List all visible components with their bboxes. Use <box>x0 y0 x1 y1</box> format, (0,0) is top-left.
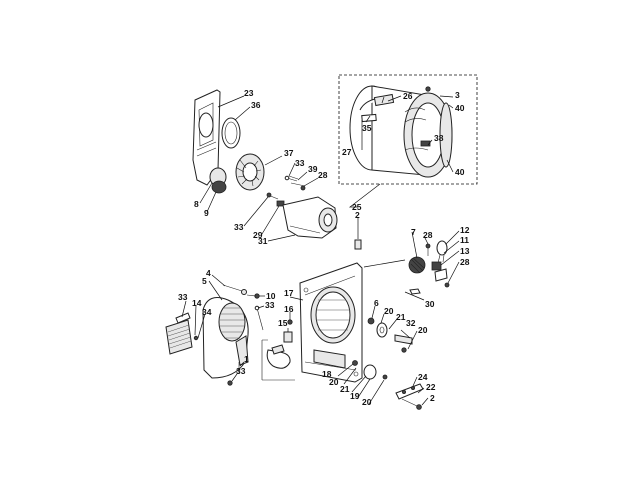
drum-inset: 26 3 40 35 27 38 40 <box>338 74 478 208</box>
callout-31: 31 <box>258 236 268 246</box>
blower-assembly: 23 36 37 33 39 28 8 9 33 29 31 <box>192 88 338 246</box>
callout-20-roller-d: 20 <box>362 397 372 407</box>
callout-9: 9 <box>204 208 209 218</box>
blower-wheel <box>235 153 265 191</box>
callout-14: 14 <box>192 298 202 308</box>
callout-21-roller-a: 21 <box>396 312 406 322</box>
belt-switch-parts: 16 15 <box>261 304 295 381</box>
callout-17: 17 <box>284 288 294 298</box>
callout-20-roller-a: 20 <box>384 306 394 316</box>
thermal-fuse <box>431 261 442 271</box>
callout-2-bottom: 2 <box>430 393 435 403</box>
callout-29: 29 <box>253 230 263 240</box>
callout-18: 18 <box>322 369 332 379</box>
callout-7: 7 <box>411 227 416 237</box>
support-screw: 25 2 <box>352 202 362 250</box>
callout-25: 25 <box>352 202 362 212</box>
callout-26: 26 <box>403 91 413 101</box>
callout-12: 12 <box>460 225 470 235</box>
callout-6: 6 <box>374 298 379 308</box>
callout-21-roller-b: 21 <box>340 384 350 394</box>
callout-27: 27 <box>342 147 352 157</box>
callout-19: 19 <box>350 391 360 401</box>
callout-33-filter: 33 <box>178 292 188 302</box>
callout-36: 36 <box>251 100 261 110</box>
callout-40-bottom: 40 <box>455 167 465 177</box>
thermostat <box>436 240 448 256</box>
drum-inset-border <box>338 74 478 185</box>
callout-1: 1 <box>244 354 249 364</box>
rear-bulkhead: 17 <box>284 262 363 383</box>
callout-33-blower: 33 <box>295 158 305 168</box>
callout-33-bottom: 33 <box>236 366 246 376</box>
callout-30: 30 <box>425 299 435 309</box>
motor-pulley <box>276 200 285 207</box>
callout-16: 16 <box>284 304 294 314</box>
blower-wheel-hub <box>211 180 227 194</box>
callout-20-roller-b: 20 <box>418 325 428 335</box>
bottom-bracket: 24 22 2 <box>395 372 436 410</box>
callout-39: 39 <box>308 164 318 174</box>
callout-3: 3 <box>455 90 460 100</box>
callout-28-bracket: 28 <box>460 257 470 267</box>
callout-15: 15 <box>278 318 288 328</box>
roller-hardware: 6 20 21 32 20 18 20 21 19 20 <box>322 298 428 407</box>
front-panel-group: 4 5 10 33 33 14 34 1 33 <box>165 268 276 386</box>
callout-33-panel: 33 <box>265 300 275 310</box>
callout-28-blower: 28 <box>318 170 328 180</box>
drum <box>349 85 453 178</box>
callout-33-motor: 33 <box>234 222 244 232</box>
callout-11: 11 <box>460 235 469 245</box>
callout-13: 13 <box>460 246 470 256</box>
callout-40-top: 40 <box>455 103 465 113</box>
callout-22: 22 <box>426 382 436 392</box>
callout-23: 23 <box>244 88 254 98</box>
callout-5: 5 <box>202 276 207 286</box>
sensor-housing <box>283 331 293 343</box>
thermostat-parts: 7 28 12 11 13 28 <box>408 225 470 288</box>
callout-4: 4 <box>206 268 211 278</box>
callout-28-pulley: 28 <box>423 230 433 240</box>
callout-20-roller-c: 20 <box>329 377 339 387</box>
callout-32: 32 <box>406 318 416 328</box>
roller-bracket <box>395 383 424 400</box>
drive-belt: 30 <box>363 259 435 309</box>
callout-8: 8 <box>194 199 199 209</box>
callout-34: 34 <box>202 307 212 317</box>
callout-35: 35 <box>362 123 372 133</box>
callout-38: 38 <box>434 133 444 143</box>
callout-10: 10 <box>266 291 276 301</box>
callout-24: 24 <box>418 372 428 382</box>
callout-37: 37 <box>284 148 294 158</box>
callout-2-top: 2 <box>355 210 360 220</box>
